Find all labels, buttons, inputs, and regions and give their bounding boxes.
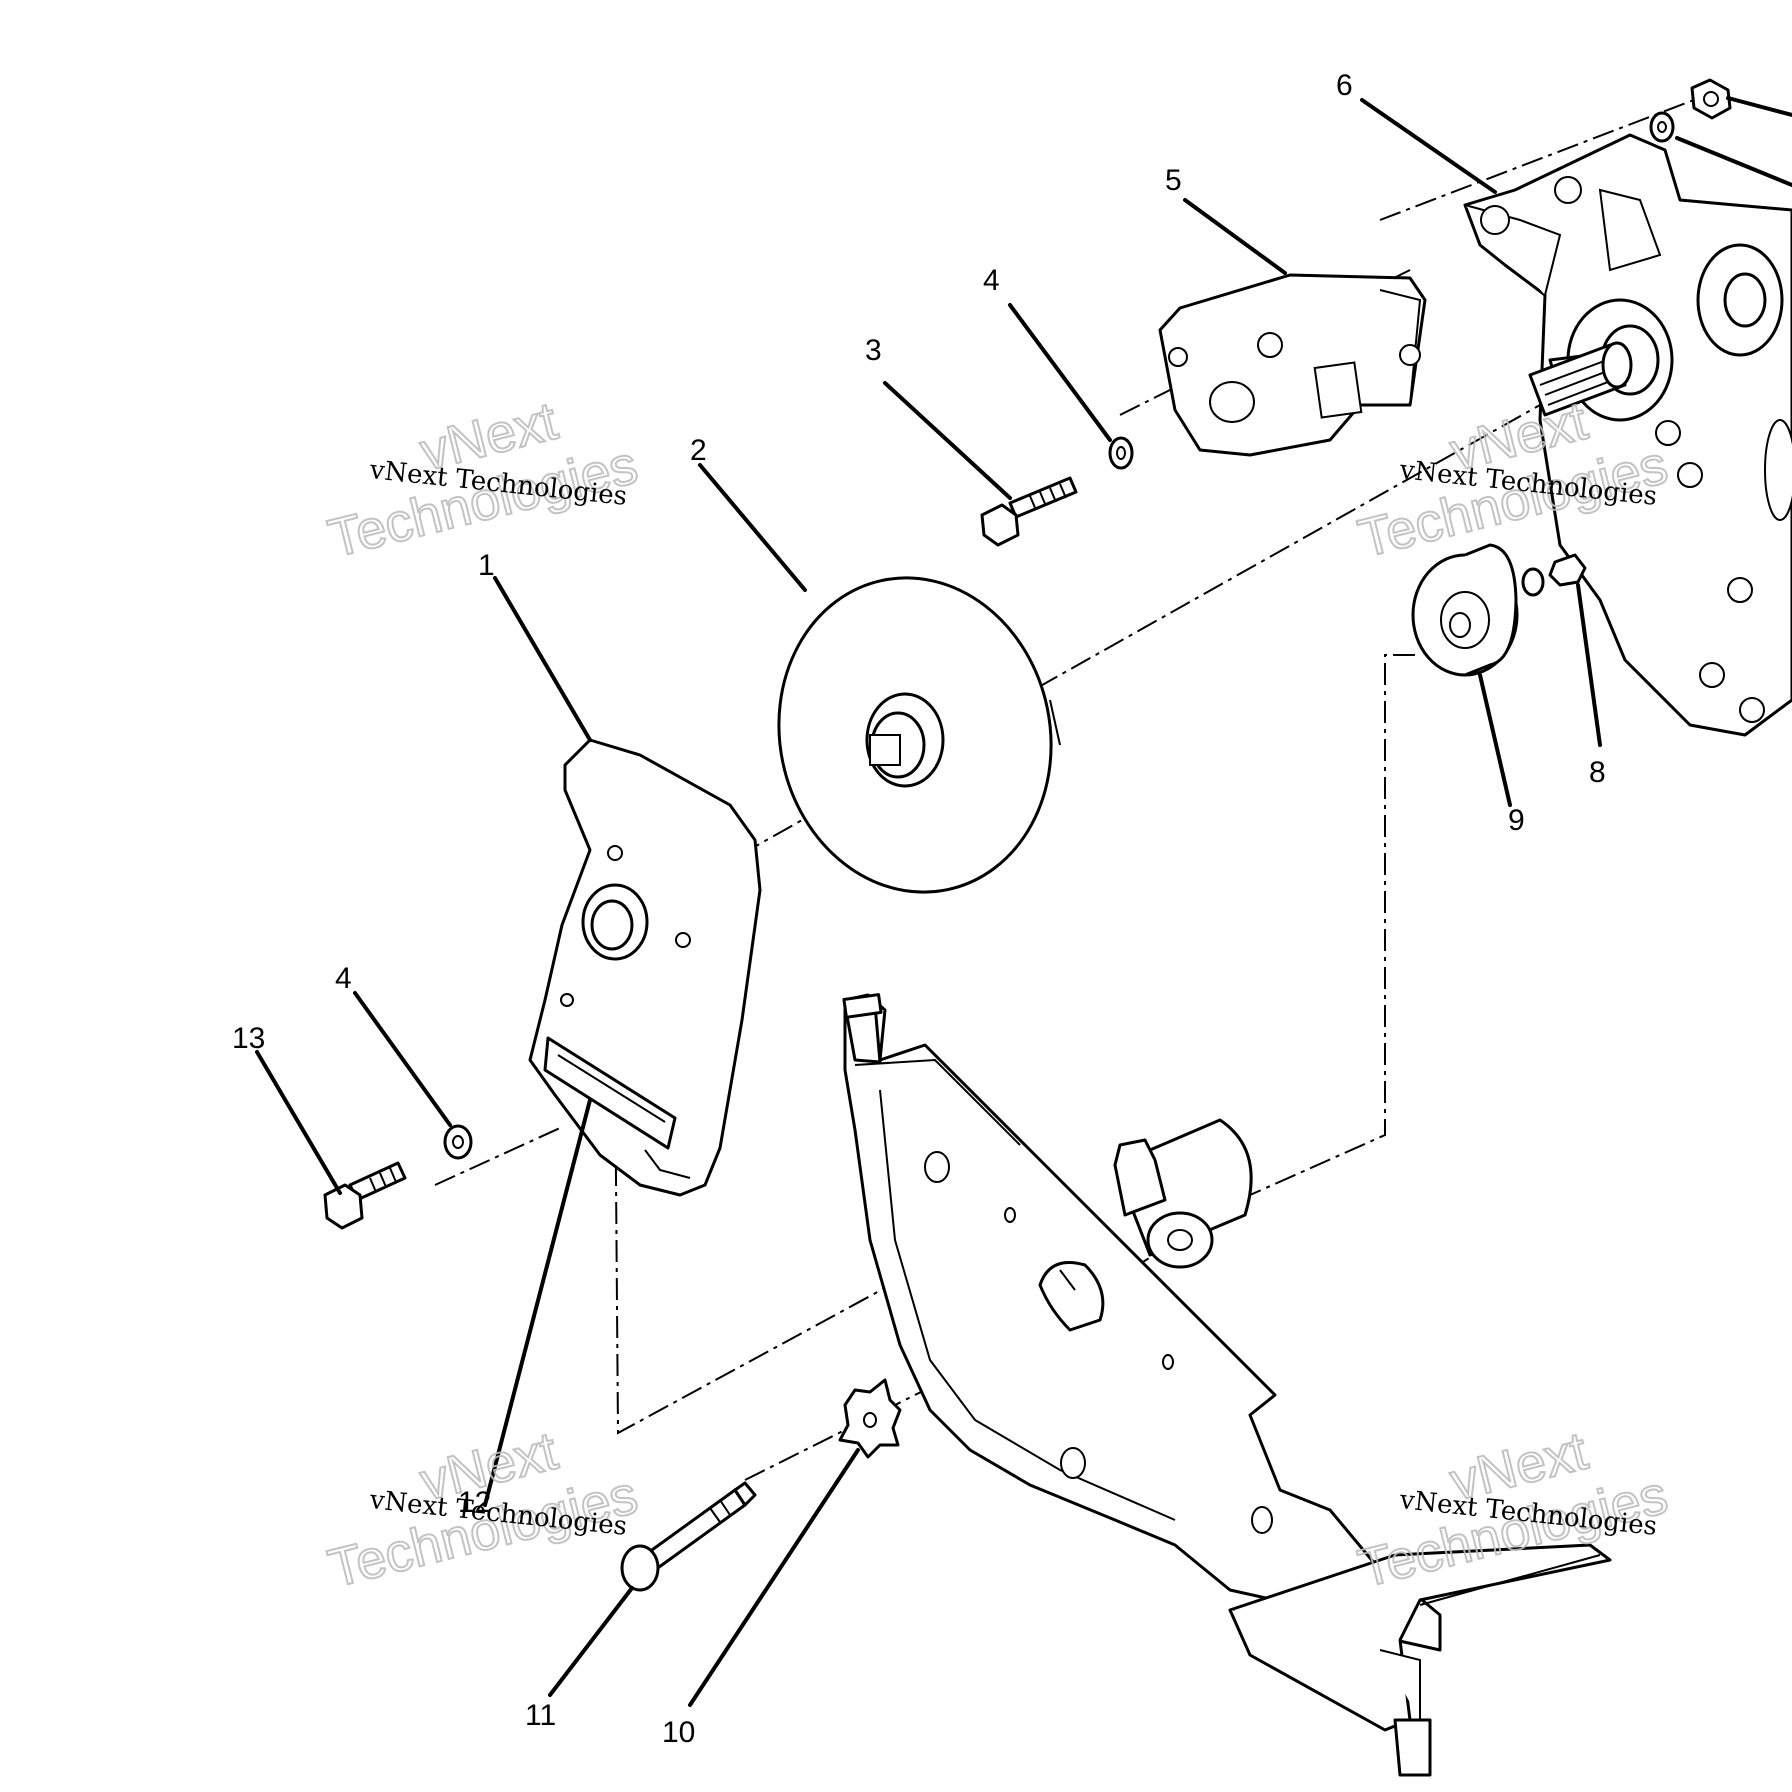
callout-6: 6 — [1336, 69, 1353, 102]
output-shaft — [1528, 341, 1633, 417]
callout-8: 8 — [1589, 756, 1606, 789]
callout-9: 9 — [1508, 804, 1525, 837]
drive-disc — [777, 576, 1061, 894]
callout-10: 10 — [662, 1716, 695, 1749]
callout-numbers: 1 2 3 4 5 6 8 9 10 11 12 4 13 — [232, 69, 1606, 1749]
callout-4-lower: 4 — [335, 962, 352, 995]
callout-4-upper: 4 — [983, 264, 1000, 297]
shoulder-pin — [620, 1481, 757, 1592]
callout-12: 12 — [458, 1486, 491, 1519]
idler-roller — [1411, 543, 1519, 677]
callout-3: 3 — [865, 334, 882, 367]
shoulder-bolt — [1521, 553, 1587, 597]
lever-frame — [842, 993, 1612, 1777]
lock-washer-upper — [1108, 436, 1134, 470]
hex-bolt-lower — [323, 1161, 407, 1230]
watermarks: vNext Technologies vNext Technologies vN… — [322, 390, 1674, 1600]
flat-washer-top — [1649, 111, 1675, 143]
callout-13: 13 — [232, 1022, 265, 1055]
leader-lines — [255, 96, 1792, 1707]
hex-bolt-upper — [980, 476, 1078, 547]
hydrostatic-pump — [1158, 273, 1427, 457]
callout-2: 2 — [690, 434, 707, 467]
callout-5: 5 — [1165, 164, 1182, 197]
hex-nut — [1690, 78, 1732, 120]
lock-washer-lower — [443, 1124, 473, 1160]
star-washer — [838, 1378, 902, 1459]
mounting-bracket — [528, 738, 762, 1197]
callout-11: 11 — [525, 1699, 556, 1732]
callout-1: 1 — [478, 549, 495, 582]
centerlines — [434, 89, 1721, 1481]
